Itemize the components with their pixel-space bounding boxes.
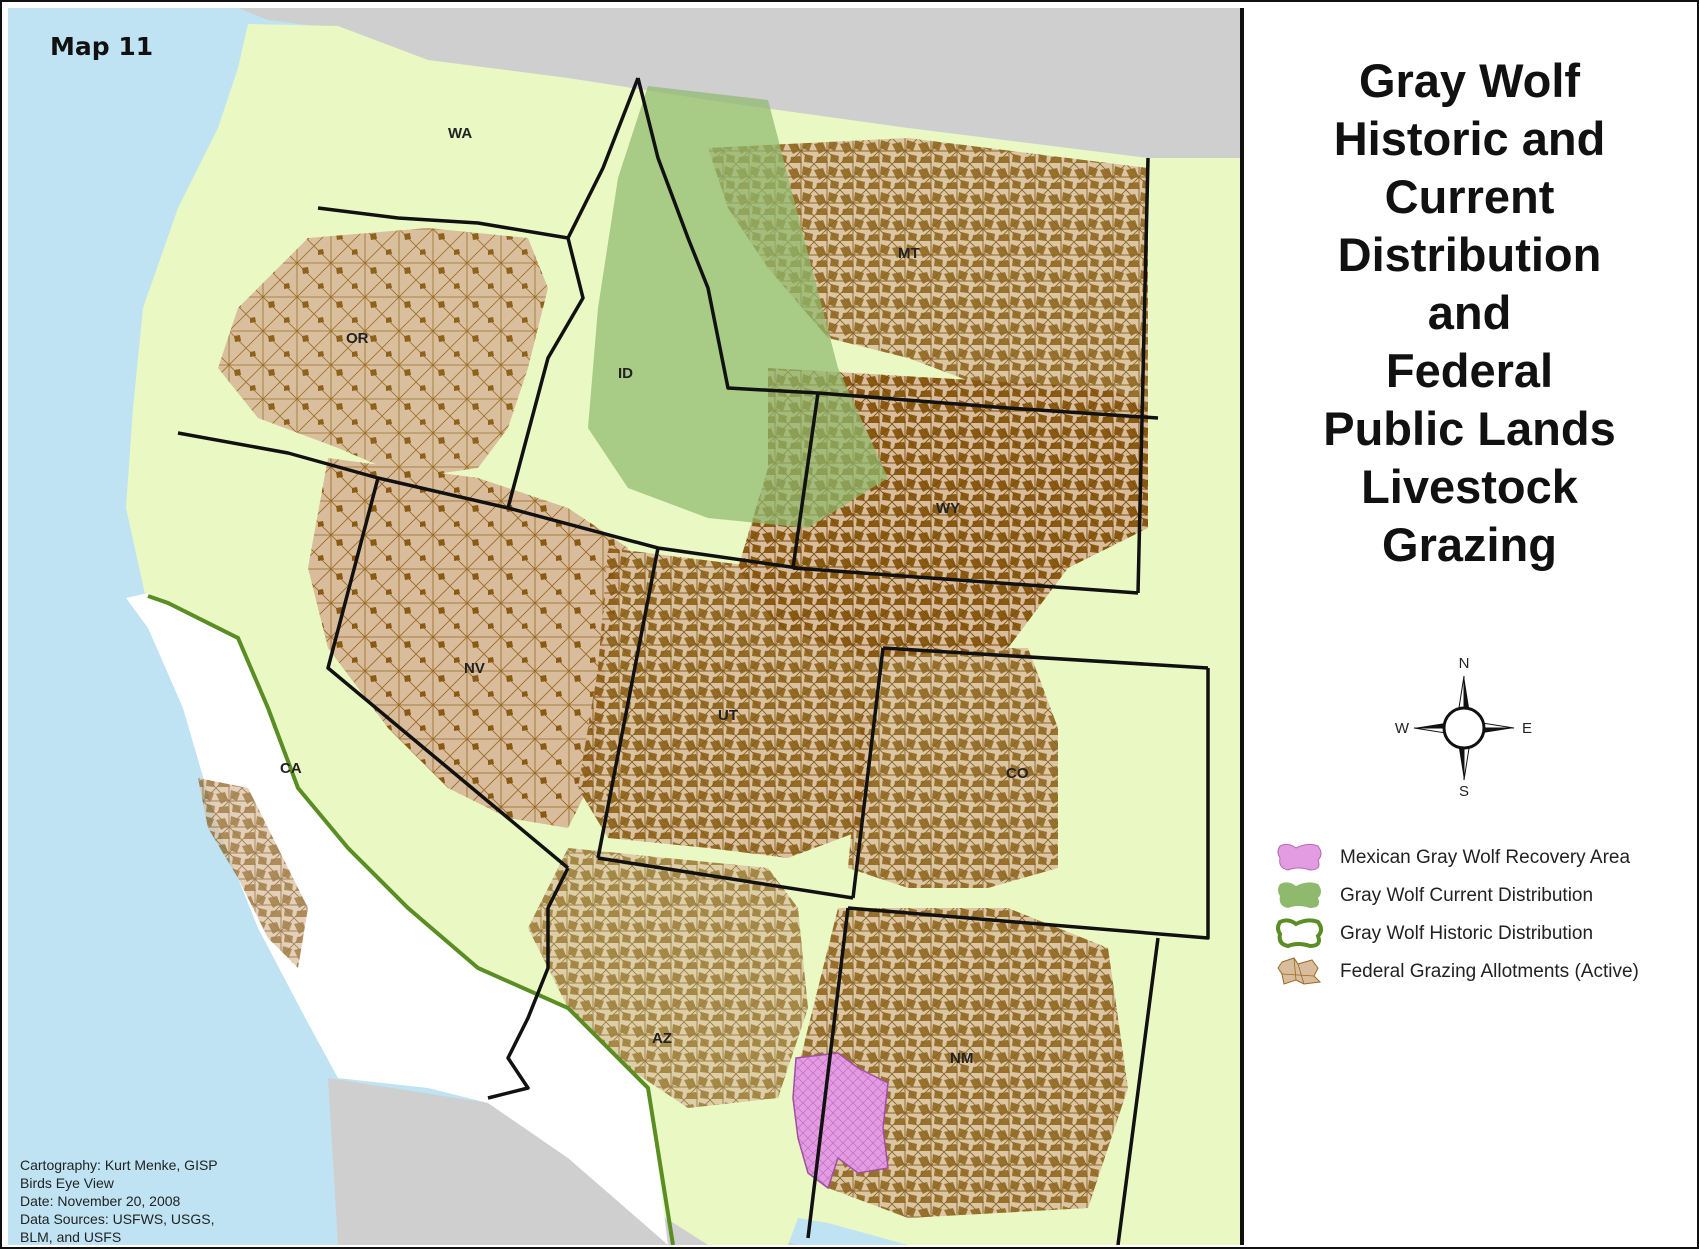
state-label-id: ID (618, 365, 633, 382)
tan-parcel-blob-icon (1277, 957, 1322, 985)
mexico-land (328, 1078, 798, 1245)
legend-label: Federal Grazing Allotments (Active) (1340, 961, 1639, 982)
legend: Mexican Gray Wolf Recovery Area Gray Wol… (1274, 840, 1694, 992)
gray-wolf-historic-distribution-line (147, 594, 675, 1245)
state-label-wa: WA (448, 125, 472, 142)
legend-label: Mexican Gray Wolf Recovery Area (1340, 847, 1631, 868)
green-blob-icon (1278, 882, 1321, 908)
compass-w-label: W (1395, 720, 1410, 737)
compass-rose-icon: N S W E (1395, 655, 1532, 800)
title-line: and (1427, 286, 1512, 339)
state-label-nm: NM (950, 1050, 973, 1067)
legend-label: Gray Wolf Current Distribution (1340, 885, 1594, 906)
grazing-colorado (848, 648, 1058, 888)
state-label-mt: MT (898, 245, 920, 262)
title-line: Historic and (1333, 112, 1606, 165)
state-label-nv: NV (464, 660, 485, 677)
state-label-co: CO (1006, 765, 1029, 782)
state-label-wy: WY (936, 500, 960, 517)
legend-panel: Gray Wolf Historic and Current Distribut… (1244, 8, 1695, 1245)
title-line: Gray Wolf (1358, 54, 1581, 107)
credit-line: Data Sources: USFWS, USGS, (20, 1211, 215, 1227)
map-number: Map 11 (50, 32, 154, 61)
title-line: Federal (1385, 344, 1554, 397)
grazing-california (198, 778, 308, 968)
legend-item-mexican-recovery-area: Mexican Gray Wolf Recovery Area (1274, 840, 1694, 878)
title-line: Distribution (1337, 228, 1602, 281)
grazing-arizona (528, 848, 808, 1108)
legend-item-grazing-allotments: Federal Grazing Allotments (Active) (1274, 954, 1694, 992)
state-borders (177, 77, 1210, 1245)
grazing-nevada (308, 458, 628, 828)
grazing-utah (578, 548, 868, 858)
grazing-montana (708, 138, 1148, 428)
green-outline-blob-icon (1276, 918, 1323, 949)
title-line: Public Lands (1323, 402, 1616, 455)
credit-line: Birds Eye View (20, 1175, 114, 1191)
credits-block: Cartography: Kurt Menke, GISP Birds Eye … (20, 1156, 218, 1245)
state-label-az: AZ (652, 1030, 672, 1047)
map-title: Gray Wolf Historic and Current Distribut… (1244, 52, 1695, 574)
compass-n-label: N (1459, 655, 1470, 672)
credit-line: BLM, and USFS (20, 1229, 122, 1245)
canada-land (238, 8, 1240, 168)
compass-e-label: E (1522, 720, 1532, 737)
state-label-ut: UT (718, 707, 738, 724)
credit-line: Cartography: Kurt Menke, GISP (20, 1157, 218, 1173)
map-panel: WA OR ID MT WY NV UT CO CA AZ NM Map 11 … (8, 8, 1244, 1245)
grazing-oregon (218, 228, 548, 478)
compass-s-label: S (1459, 783, 1469, 800)
eastern-land (1148, 158, 1240, 1245)
pink-blob-icon (1277, 843, 1322, 871)
outside-historic-range (126, 593, 668, 1245)
title-line: Current (1384, 170, 1555, 223)
legend-label: Gray Wolf Historic Distribution (1340, 923, 1594, 944)
western-us-map: WA OR ID MT WY NV UT CO CA AZ NM (8, 8, 1240, 1245)
title-line: Grazing (1382, 518, 1557, 571)
credit-line: Date: November 20, 2008 (20, 1193, 181, 1209)
state-label-or: OR (346, 330, 369, 347)
title-line: Livestock (1361, 460, 1578, 513)
state-label-ca: CA (280, 760, 302, 777)
legend-item-historic-distribution: Gray Wolf Historic Distribution (1274, 916, 1694, 954)
legend-item-current-distribution: Gray Wolf Current Distribution (1274, 878, 1694, 916)
